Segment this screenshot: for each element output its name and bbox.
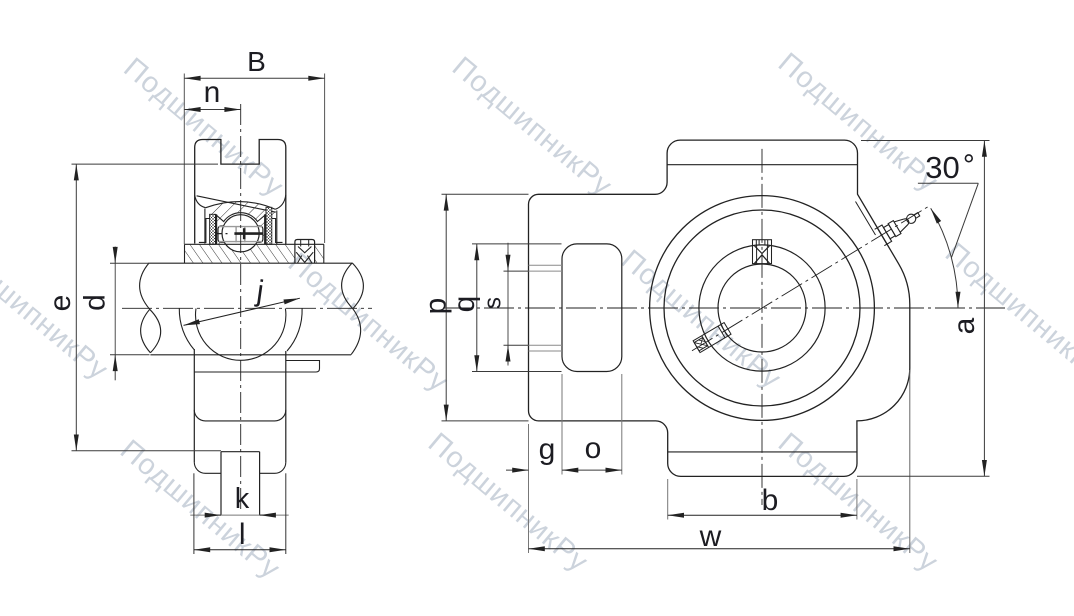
- svg-text:b: b: [762, 484, 779, 517]
- svg-text:ПодшипникРу: ПодшипникРу: [772, 427, 944, 579]
- svg-text:30: 30: [925, 150, 959, 185]
- svg-text:ПодшипникРу: ПодшипникРу: [939, 237, 1074, 389]
- svg-text:k: k: [235, 483, 250, 515]
- svg-text:ПодшипникРу: ПодшипникРу: [282, 247, 454, 399]
- svg-text:g: g: [539, 433, 556, 466]
- svg-text:d: d: [78, 294, 111, 311]
- svg-text:j: j: [254, 274, 266, 308]
- svg-text:ПодшипникРу: ПодшипникРу: [114, 434, 286, 586]
- svg-text:l: l: [239, 518, 246, 551]
- svg-text:ПодшипникРу: ПодшипникРу: [422, 427, 594, 579]
- svg-text:e: e: [44, 295, 77, 312]
- svg-text:s: s: [479, 297, 506, 309]
- svg-text:o: o: [585, 432, 602, 465]
- svg-text:n: n: [204, 76, 221, 109]
- svg-text:ПодшипникРу: ПодшипникРу: [615, 244, 787, 396]
- svg-text:w: w: [699, 520, 722, 553]
- svg-text:ПодшипникРу: ПодшипникРу: [772, 47, 944, 199]
- svg-text:q: q: [448, 296, 481, 313]
- svg-text:B: B: [247, 46, 266, 77]
- svg-text:ПодшипникРу: ПодшипникРу: [446, 51, 618, 203]
- svg-text:p: p: [419, 298, 452, 315]
- svg-text:a: a: [948, 317, 981, 334]
